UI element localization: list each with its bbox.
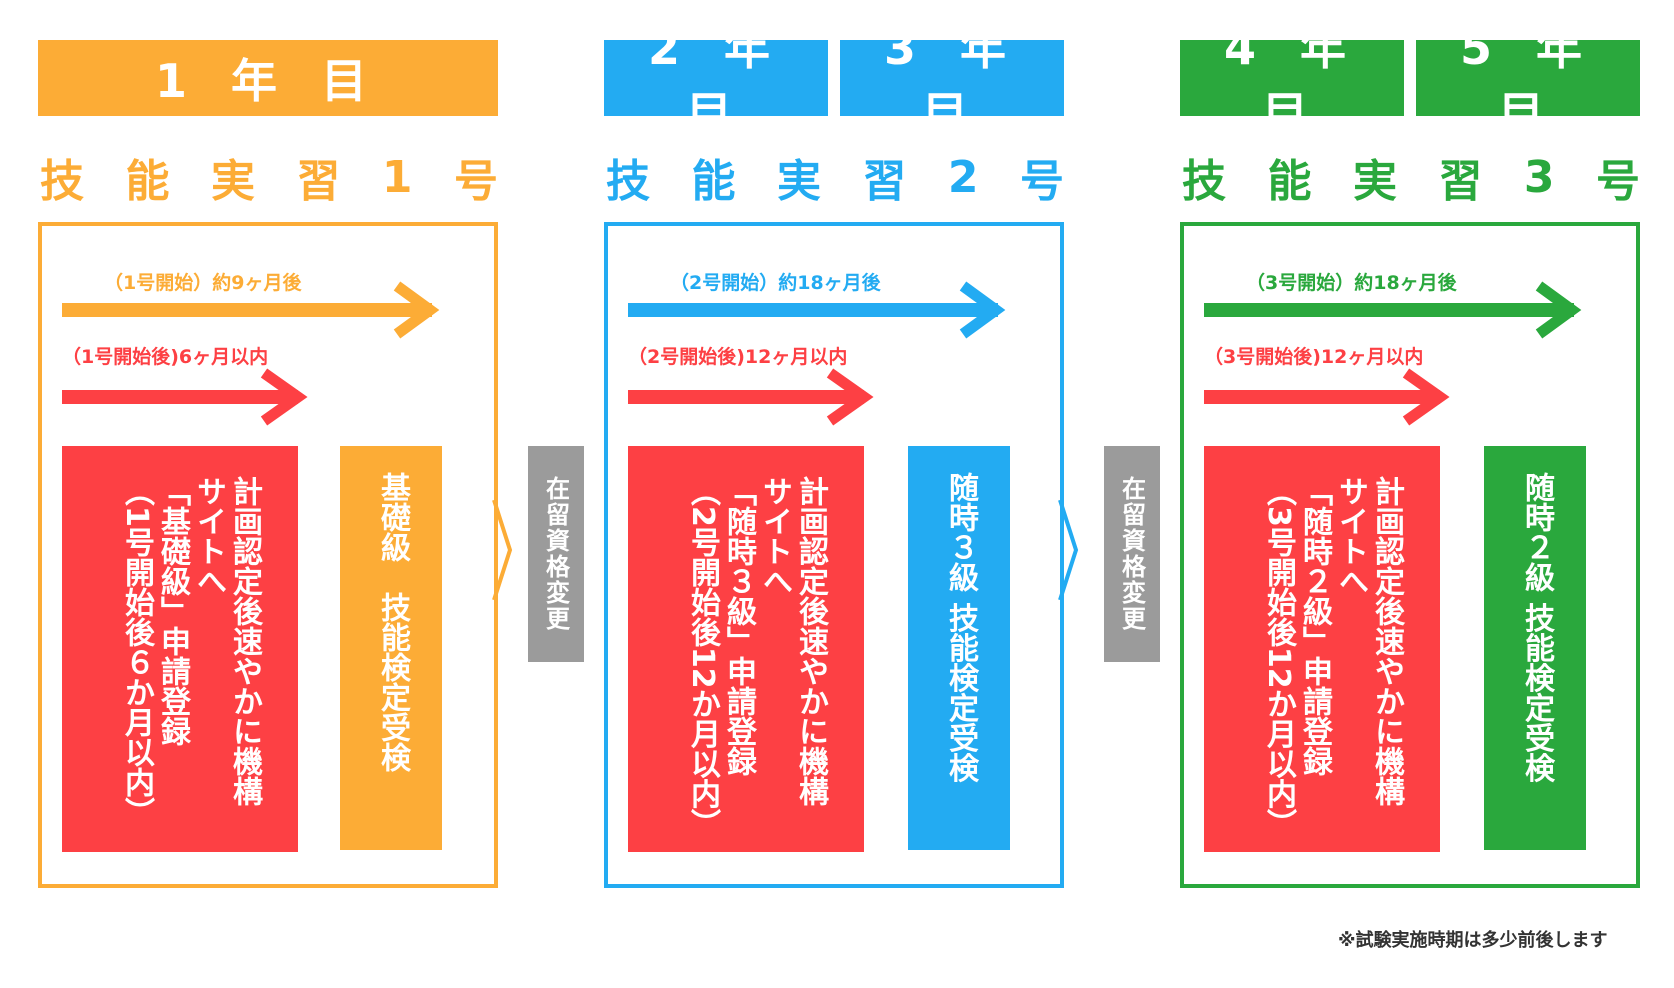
stage-2-exam-box: 随時３級 技能検定受検 <box>908 446 1010 850</box>
program-3-char: 号 <box>1595 156 1640 207</box>
status-change-label: 在留資格変更 <box>1117 476 1146 632</box>
footnote: ※試験実施時期は多少前後します <box>1338 930 1608 951</box>
year-5-label: 5 年 目 <box>1459 21 1597 141</box>
stage-2-exam-text: 随時３級 技能検定受検 <box>943 472 978 783</box>
stage-3-registration-text: 計画認定後速やかに機構 サイトへ 「随時２級」申請登録 （3号開始後12か月以内… <box>1261 476 1404 839</box>
program-2-char: 習 <box>862 156 907 207</box>
program-1-char: 1 <box>381 151 413 203</box>
program-2-char: 実 <box>776 156 821 207</box>
program-2-title: 技 能 実 習 2 号 <box>606 148 1064 208</box>
program-2-char: 能 <box>691 156 736 207</box>
year-1-label: 1 年 目 <box>154 54 382 108</box>
stage-1-notch <box>492 500 513 600</box>
year-4-label: 4 年 目 <box>1223 21 1361 141</box>
program-1-char: 技 <box>40 156 84 207</box>
stage-2-registration-text: 計画認定後速やかに機構 サイトへ 「随時３級」申請登録 （2号開始後12か月以内… <box>685 476 828 839</box>
stage-2-registration-box: 計画認定後速やかに機構 サイトへ 「随時３級」申請登録 （2号開始後12か月以内… <box>628 446 864 852</box>
stage-2-arrow-bottom-label: （2号開始後)12ヶ月以内 <box>628 346 848 368</box>
stage-3-arrow-bottom <box>1204 368 1450 426</box>
program-1-char: 実 <box>210 156 255 207</box>
stage-2-arrow-bottom <box>628 368 874 426</box>
stage-1-arrow-top <box>62 281 440 339</box>
year-3-header: 3 年 目 <box>840 21 1064 141</box>
stage-2-notch <box>1058 500 1079 600</box>
program-1-char: 号 <box>453 156 498 207</box>
year-1-header: 1 年 目 <box>38 40 498 116</box>
program-3-char: 技 <box>1182 156 1226 207</box>
year-2-header: 2 年 目 <box>604 21 828 141</box>
stage-3-arrow-top-label: （3号開始）約18ヶ月後 <box>1246 272 1457 294</box>
status-change-badge-1: 在留資格変更 <box>528 446 584 662</box>
stage-2-arrow-top-label: （2号開始）約18ヶ月後 <box>670 272 881 294</box>
program-3-char: 実 <box>1352 156 1397 207</box>
year-3-label: 3 年 目 <box>883 21 1021 141</box>
stage-2-arrow-top <box>628 281 1006 339</box>
year-2-label: 2 年 目 <box>647 21 785 141</box>
stage-3-registration-box: 計画認定後速やかに機構 サイトへ 「随時２級」申請登録 （3号開始後12か月以内… <box>1204 446 1440 852</box>
stage-1-arrow-top-label: （1号開始）約9ヶ月後 <box>104 272 302 294</box>
stage-1-exam-box: 基礎級 技能検定受検 <box>340 446 442 850</box>
stage-1-exam-text: 基礎級 技能検定受検 <box>375 472 410 772</box>
program-2-char: 技 <box>606 156 650 207</box>
stage-3-exam-text: 随時２級 技能検定受検 <box>1519 472 1554 783</box>
program-2-char: 2 <box>947 151 979 203</box>
program-1-char: 能 <box>125 156 170 207</box>
program-3-title: 技 能 実 習 3 号 <box>1182 148 1640 208</box>
stage-3-arrow-bottom-label: （3号開始後)12ヶ月以内 <box>1204 346 1424 368</box>
program-3-char: 3 <box>1523 151 1555 203</box>
stage-1-arrow-bottom <box>62 368 308 426</box>
year-4-header: 4 年 目 <box>1180 21 1404 141</box>
year-5-header: 5 年 目 <box>1416 21 1640 141</box>
stage-1-arrow-bottom-label: （1号開始後)6ヶ月以内 <box>62 346 269 368</box>
program-3-char: 能 <box>1267 156 1312 207</box>
stage-3-arrow-top <box>1204 281 1582 339</box>
stage-1-registration-box: 計画認定後速やかに機構 サイトへ 「基礎級」申請登録 （1号開始後６か月以内） <box>62 446 298 852</box>
program-1-char: 習 <box>296 156 341 207</box>
stage-1-registration-text: 計画認定後速やかに機構 サイトへ 「基礎級」申請登録 （1号開始後６か月以内） <box>119 476 262 827</box>
stage-3-exam-box: 随時２級 技能検定受検 <box>1484 446 1586 850</box>
status-change-label: 在留資格変更 <box>541 476 570 632</box>
program-1-title: 技 能 実 習 1 号 <box>40 148 498 208</box>
status-change-badge-2: 在留資格変更 <box>1104 446 1160 662</box>
program-3-char: 習 <box>1438 156 1483 207</box>
program-2-char: 号 <box>1019 156 1064 207</box>
